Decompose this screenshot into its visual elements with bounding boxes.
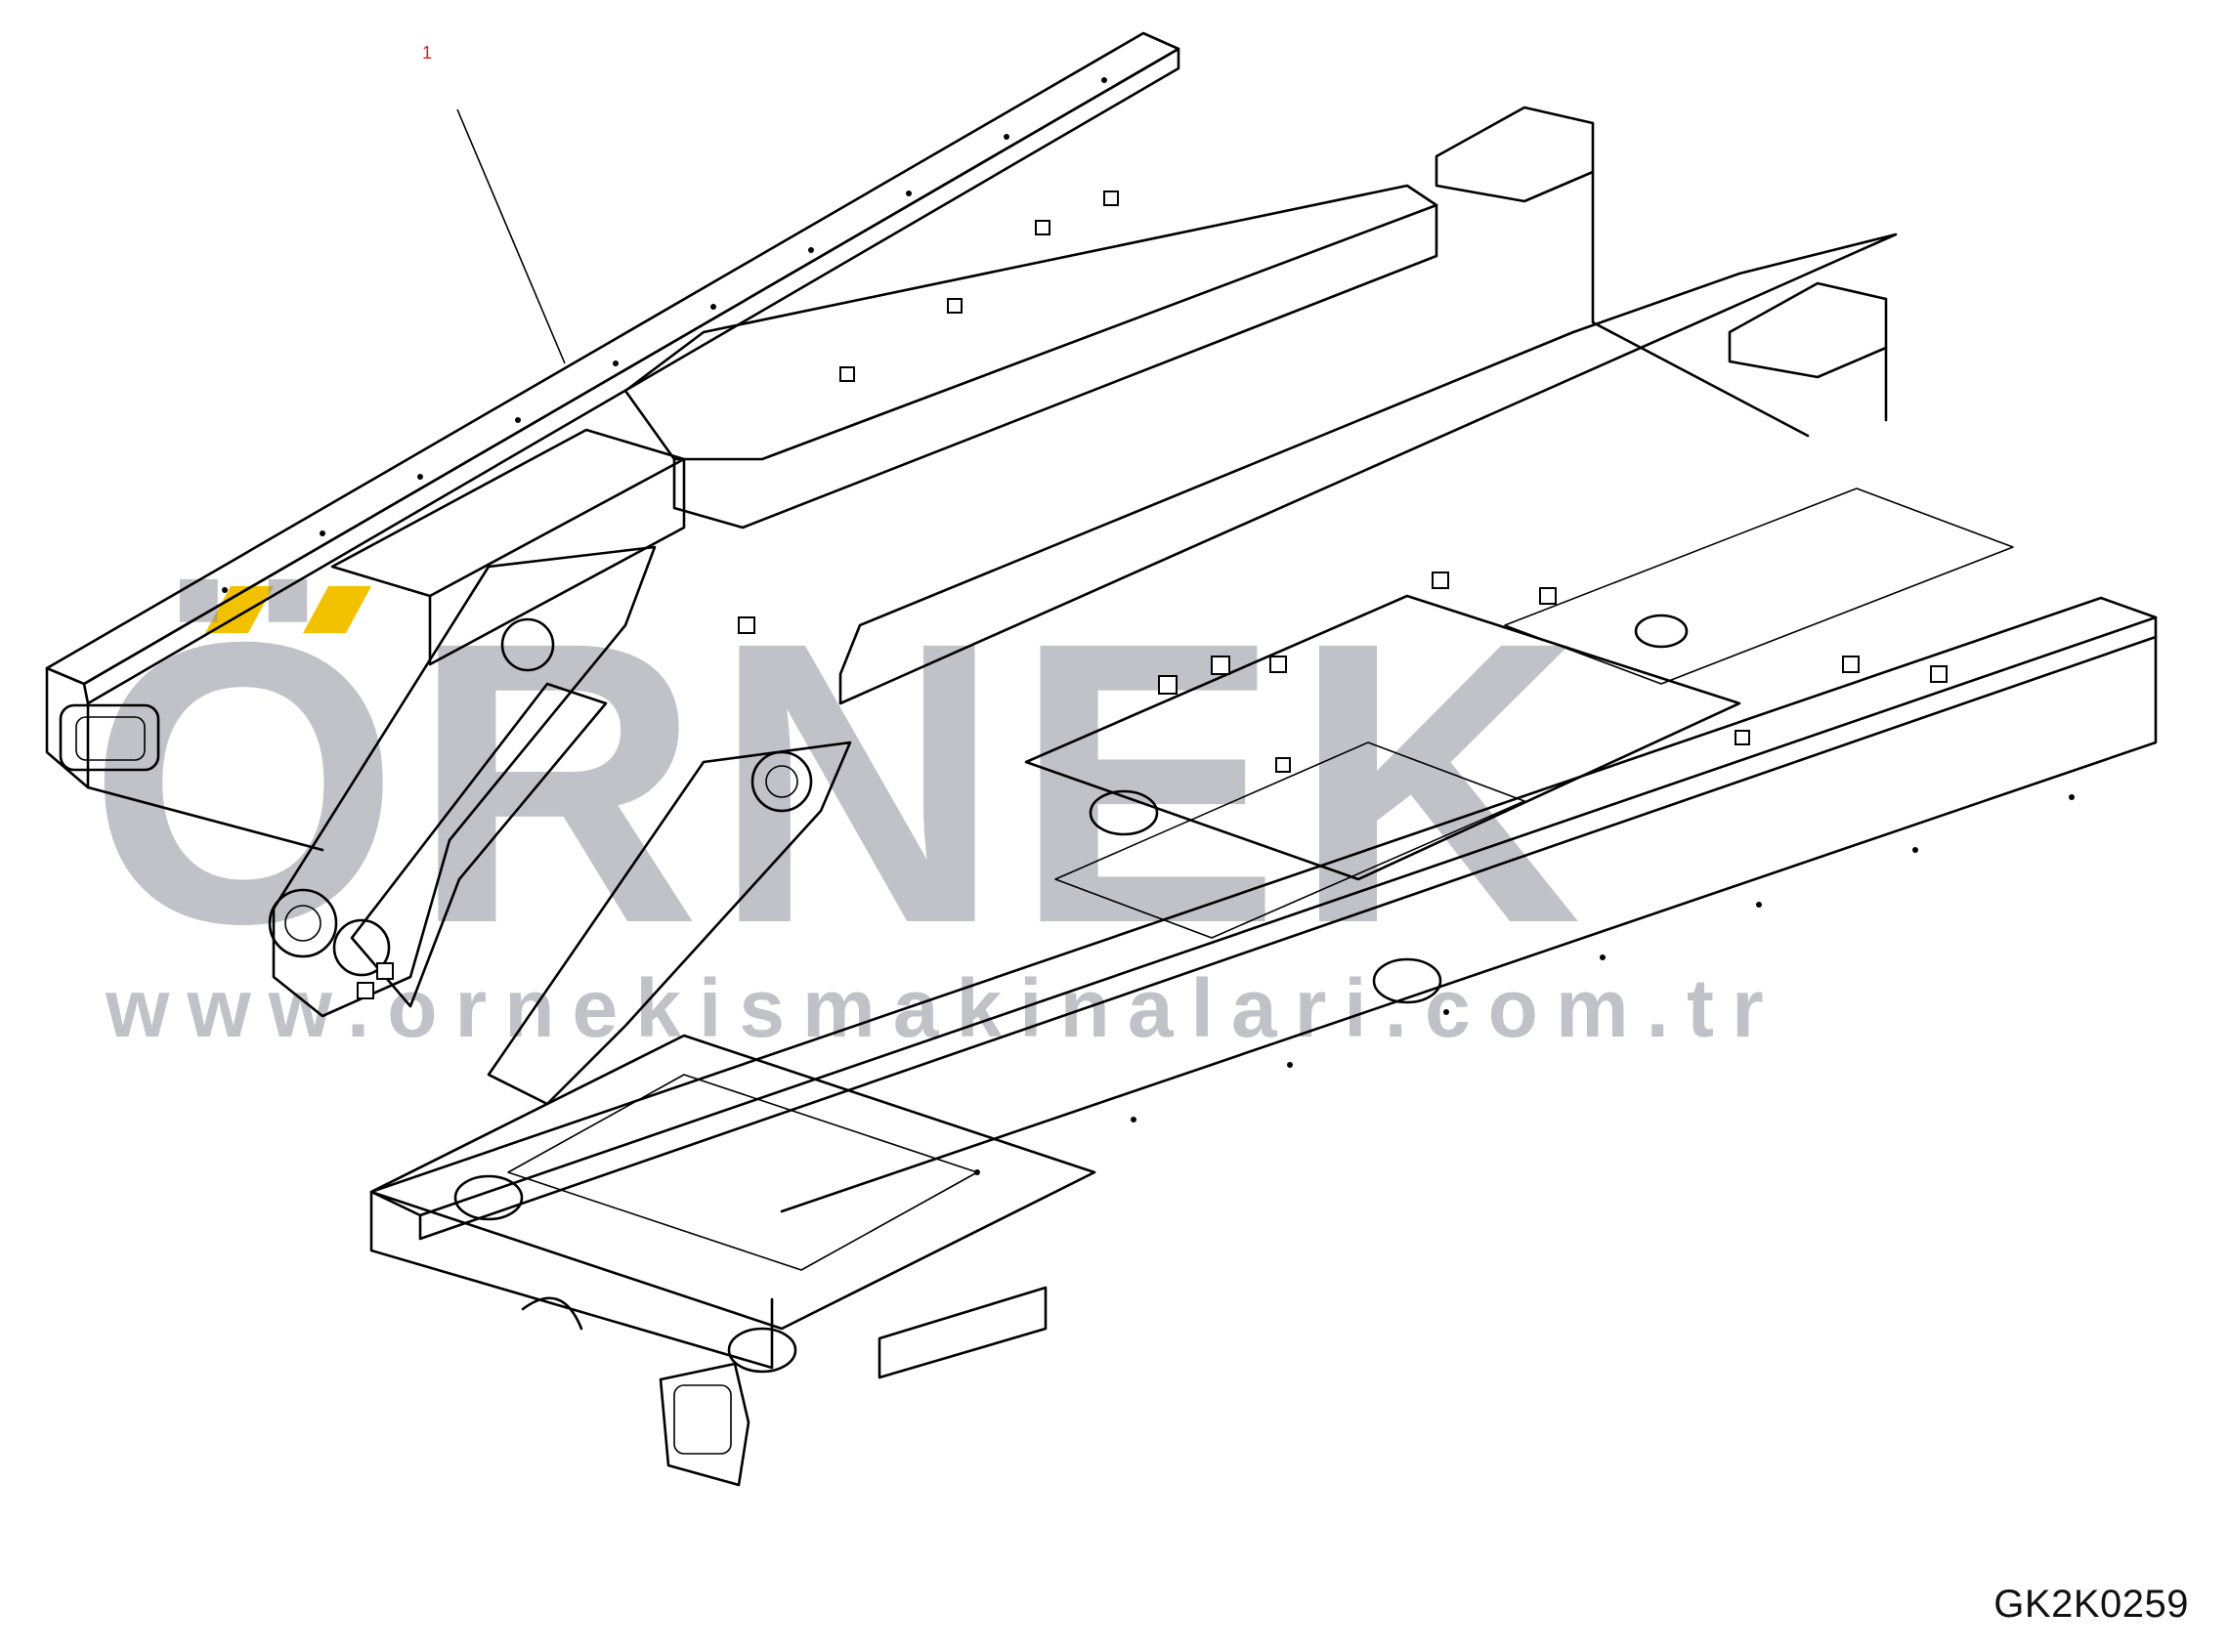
callout-leader-line xyxy=(456,108,566,364)
left-side-member xyxy=(45,31,1180,852)
cross-beams xyxy=(330,106,1898,705)
watermark-brand: ÖRNEK xyxy=(88,559,1594,1006)
boom-mount-brackets xyxy=(268,545,852,1106)
bolt-blocks xyxy=(357,191,1948,999)
callout-number: 1 xyxy=(422,43,433,63)
right-side-member xyxy=(369,596,2158,1487)
watermark-accent-marks xyxy=(205,586,371,633)
drawing-code: GK2K0259 xyxy=(1993,1583,2189,1626)
front-cross-member xyxy=(369,487,2014,1374)
rivet-dots xyxy=(222,77,2075,1175)
